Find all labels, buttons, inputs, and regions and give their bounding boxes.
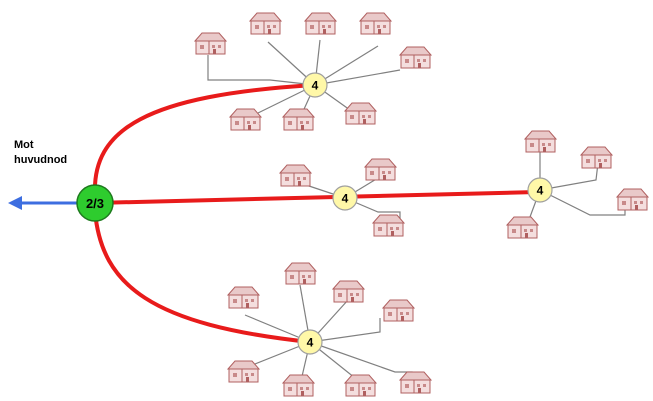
hub-node: 2/3 xyxy=(76,184,114,222)
house-icon xyxy=(506,216,539,239)
trunk-cable-middle xyxy=(94,190,538,205)
house-icon xyxy=(399,371,432,394)
house-icon xyxy=(332,280,365,303)
house-icon xyxy=(249,12,282,35)
sub-node-label: 4 xyxy=(307,336,314,350)
house-icon xyxy=(194,32,227,55)
direction-label-line2: huvudnod xyxy=(14,154,67,166)
house-icon xyxy=(284,262,317,285)
house-icon xyxy=(227,360,260,383)
house-icon xyxy=(364,158,397,181)
house-icon xyxy=(372,214,405,237)
house-icon xyxy=(359,12,392,35)
sub-node-label: 4 xyxy=(312,79,319,93)
house-icon xyxy=(399,46,432,69)
house-icon xyxy=(344,374,377,397)
sub-node-bottom: 4 xyxy=(297,329,323,355)
house-icon xyxy=(227,286,260,309)
sub-node-middle: 4 xyxy=(332,185,358,211)
trunk-cables xyxy=(92,83,538,344)
house-icon xyxy=(344,102,377,125)
sub-node-right: 4 xyxy=(527,177,553,203)
sub-node-top: 4 xyxy=(302,72,328,98)
houses xyxy=(194,12,649,397)
direction-label: Mot huvudnod xyxy=(14,139,67,166)
trunk-cable-top xyxy=(92,83,316,196)
house-icon xyxy=(282,374,315,397)
house-icon xyxy=(616,188,649,211)
house-icon xyxy=(304,12,337,35)
drop-lines xyxy=(207,39,626,386)
hub-label: 2/3 xyxy=(86,196,104,211)
house-icon xyxy=(279,164,312,187)
house-icon xyxy=(524,130,557,153)
house-icon xyxy=(282,108,315,131)
house-icon xyxy=(382,299,415,322)
direction-label-line1: Mot xyxy=(14,139,34,151)
trunk-cable-bottom xyxy=(93,211,311,344)
uplink-arrow xyxy=(8,196,78,210)
sub-node-label: 4 xyxy=(537,184,544,198)
sub-node-label: 4 xyxy=(342,192,349,206)
house-icon xyxy=(580,146,613,169)
house-icon xyxy=(229,108,262,131)
